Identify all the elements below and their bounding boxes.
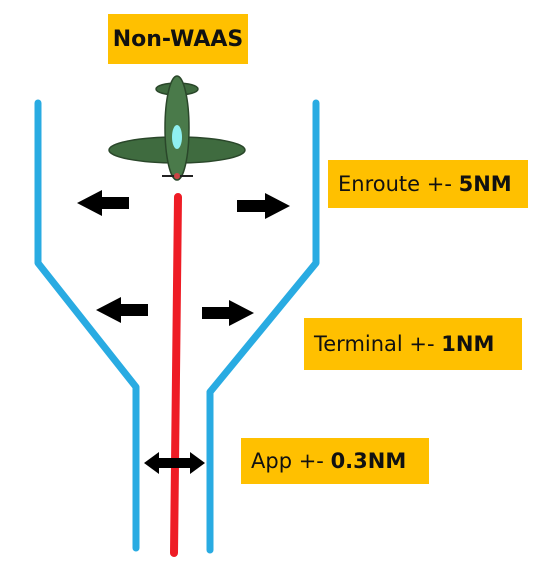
title-label: Non-WAAS <box>108 14 248 64</box>
terminal-name: Terminal +- <box>314 332 435 356</box>
corridor-right <box>206 99 320 554</box>
arrow-icon-terminal-left <box>96 297 148 323</box>
enroute-name: Enroute +- <box>338 172 452 196</box>
terminal-label: Terminal +- 1NM <box>304 318 522 370</box>
arrow-icon-terminal-right <box>202 300 254 326</box>
approach-label: App +- 0.3NM <box>241 438 429 484</box>
airplane-icon <box>108 75 246 181</box>
title-text: Non-WAAS <box>112 26 244 52</box>
enroute-value: 5NM <box>458 172 512 196</box>
terminal-value: 1NM <box>441 332 495 356</box>
approach-name: App +- <box>251 449 324 473</box>
corridor-left <box>34 99 140 552</box>
approach-value: 0.3NM <box>330 449 407 473</box>
flight-track <box>170 193 182 557</box>
arrow-icon-enroute-left <box>77 190 129 216</box>
arrow-icon-enroute-right <box>237 193 290 219</box>
arrow-icon-approach <box>144 452 205 474</box>
enroute-label: Enroute +- 5NM <box>328 160 528 208</box>
